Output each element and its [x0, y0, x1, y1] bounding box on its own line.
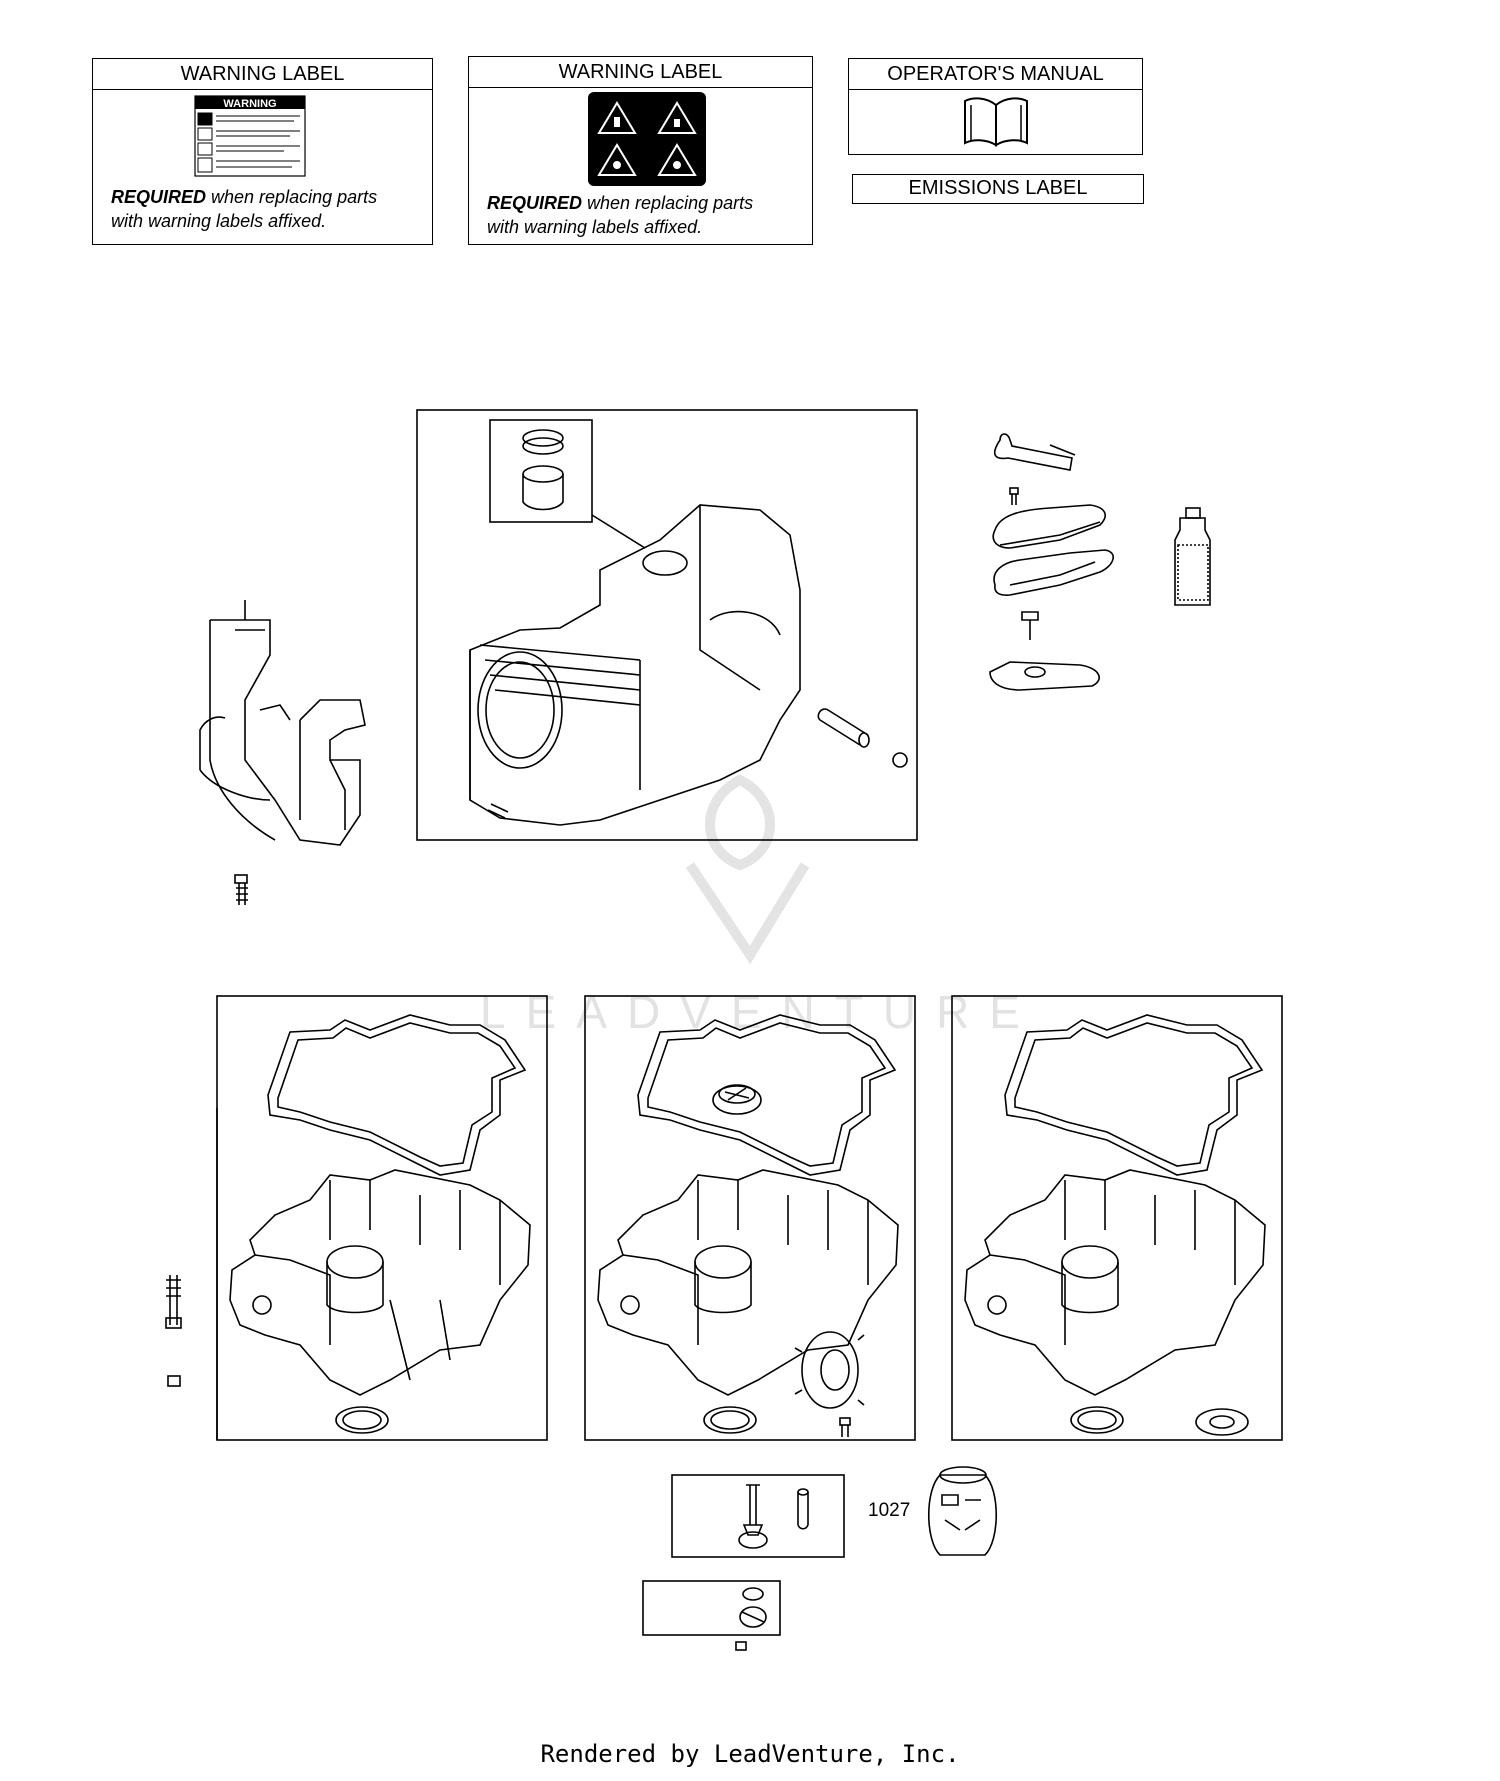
required-note: REQUIRED when replacing parts with warni… — [111, 185, 377, 233]
oil-pan-frame-3 — [951, 995, 1283, 1441]
required-rest: when replacing parts — [582, 193, 754, 213]
required-rest: when replacing parts — [206, 187, 378, 207]
required-word: REQUIRED — [487, 193, 583, 213]
required-line2: with warning labels affixed. — [487, 217, 703, 237]
hazard-symbols-icon — [588, 92, 706, 186]
oil-pan-frame-1 — [216, 995, 548, 1441]
oil-pan-body-3 — [964, 1169, 1266, 1396]
oil-pan-gasket-3 — [1004, 1014, 1264, 1176]
small-kit-frame — [642, 1580, 781, 1636]
sealant-tube-part — [1174, 517, 1211, 606]
warning-label-box-1: WARNING LABEL WARNING REQUIRED when repl… — [92, 58, 433, 245]
required-note: REQUIRED when replacing parts with warni… — [487, 191, 753, 239]
book-icon — [964, 97, 1028, 147]
breather-cover-part — [992, 504, 1106, 549]
oil-pan-body-2 — [597, 1169, 899, 1396]
operators-manual-title: OPERATOR'S MANUAL — [849, 59, 1142, 90]
oil-filter-part-number: 1027 — [868, 1500, 911, 1521]
required-line2: with warning labels affixed. — [111, 211, 327, 231]
required-word: REQUIRED — [111, 187, 207, 207]
engine-block-frame — [416, 409, 918, 841]
breather-plate-part — [989, 661, 1100, 691]
oil-pump-part — [712, 1085, 762, 1115]
warning-label-title: WARNING LABEL — [93, 59, 432, 90]
oil-pan-gasket-1 — [267, 1014, 527, 1176]
oil-pan-body-1 — [229, 1169, 531, 1396]
watermark-text: LEADVENTURE — [480, 986, 1040, 1038]
warning-label-title: WARNING LABEL — [469, 57, 812, 88]
oil-seal-2 — [703, 1406, 757, 1434]
breather-gasket-part — [993, 549, 1114, 596]
oil-seal-1 — [335, 1406, 389, 1434]
breather-tube-part — [993, 433, 1073, 471]
warning-label-box-2: WARNING LABEL REQUIRED when replacing pa… — [468, 56, 813, 245]
emissions-label-box: EMISSIONS LABEL — [852, 174, 1144, 204]
operators-manual-box: OPERATOR'S MANUAL — [848, 58, 1143, 155]
engine-cover-part — [210, 619, 366, 846]
oil-filter-part — [927, 1474, 998, 1556]
oil-pan-frame-2 — [584, 995, 916, 1441]
footer-credit: Rendered by LeadVenture, Inc. — [540, 1740, 960, 1768]
oil-pan-gasket-2 — [637, 1014, 897, 1176]
warning-sticker-header: WARNING — [223, 98, 276, 110]
pickup-kit-frame — [671, 1474, 845, 1558]
oil-seal-3 — [1070, 1406, 1124, 1434]
piston-ring-inset — [489, 419, 593, 523]
warning-sticker-icon: WARNING — [194, 95, 306, 177]
